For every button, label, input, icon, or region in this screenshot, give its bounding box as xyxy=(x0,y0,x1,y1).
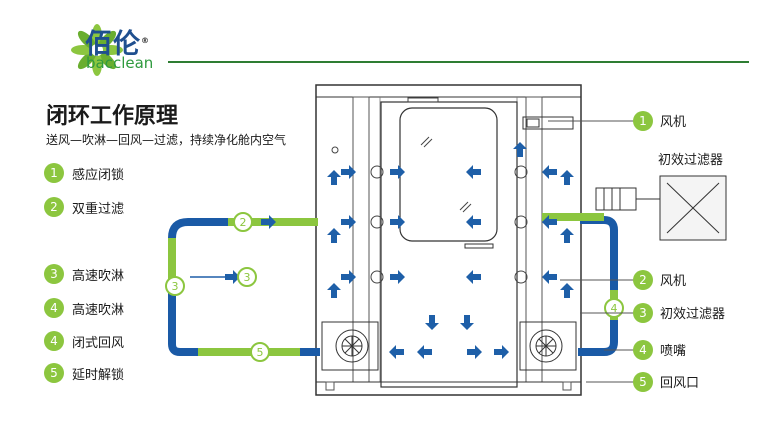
callout-number: 5 xyxy=(639,375,647,389)
legend-label: 感应闭锁 xyxy=(72,167,125,183)
legend-number: 5 xyxy=(44,363,64,383)
pre-filter-box xyxy=(595,175,727,241)
legend-number: 2 xyxy=(44,197,64,217)
page-title: 闭环工作原理 xyxy=(46,104,179,129)
header-divider xyxy=(168,61,749,63)
loop-marker-text: 3 xyxy=(244,271,251,284)
callout-number: 3 xyxy=(639,306,647,320)
legend-label: 延时解锁 xyxy=(72,367,125,383)
loop-marker-text: 3 xyxy=(172,280,179,293)
callout-pre-filter: 3 初效过滤器 xyxy=(633,303,725,323)
brand-name-cn: 佰伦® xyxy=(85,29,150,60)
registered-mark: ® xyxy=(141,36,150,45)
brand-logo-icon xyxy=(71,24,123,76)
loop-marker: 4 xyxy=(604,298,624,318)
callout-label: 回风口 xyxy=(660,376,699,391)
nozzle-column-right xyxy=(514,165,528,284)
legend-number: 1 xyxy=(44,163,64,183)
blower-right xyxy=(519,321,577,371)
door-panel xyxy=(380,97,518,388)
callout-fan: 2 风机 xyxy=(633,270,686,290)
duct-loop-left xyxy=(168,218,320,356)
callout-label: 风机 xyxy=(660,274,686,289)
loop-marker-text: 2 xyxy=(240,216,247,229)
legend-label: 闭式回风 xyxy=(72,335,125,351)
loop-marker: 3 xyxy=(237,267,257,287)
cabinet-body xyxy=(315,84,582,396)
legend-item: 5 延时解锁 xyxy=(44,363,124,383)
callout-return-vent: 5 回风口 xyxy=(633,372,699,392)
legend-item: 4 高速吹淋 xyxy=(44,298,124,318)
loop-marker: 2 xyxy=(233,212,253,232)
loop-marker-text: 5 xyxy=(257,346,264,359)
blower-left xyxy=(321,321,379,371)
callout-label: 初效过滤器 xyxy=(660,307,725,322)
legend-item: 2 双重过滤 xyxy=(44,197,124,217)
callout-label: 风机 xyxy=(660,115,686,130)
nozzle-column-left xyxy=(331,146,384,284)
callout-number: 1 xyxy=(639,114,647,128)
airflow-arrows xyxy=(190,142,574,359)
loop-marker-text: 4 xyxy=(611,302,618,315)
legend-number: 4 xyxy=(44,298,64,318)
legend-item: 4 闭式回风 xyxy=(44,331,124,351)
callout-nozzle: 4 喷嘴 xyxy=(633,340,686,360)
callout-label: 喷嘴 xyxy=(660,344,686,359)
legend-number: 4 xyxy=(44,331,64,351)
callout-leaders xyxy=(548,120,634,383)
control-panel xyxy=(522,116,574,130)
callout-fan-top: 1 风机 xyxy=(633,111,686,131)
callout-number: 4 xyxy=(639,343,647,357)
callout-number: 2 xyxy=(639,273,647,287)
legend-number: 3 xyxy=(44,264,64,284)
legend-label: 高速吹淋 xyxy=(72,268,125,284)
legend-item: 1 感应闭锁 xyxy=(44,163,124,183)
loop-marker: 5 xyxy=(250,342,270,362)
pre-filter-label: 初效过滤器 xyxy=(658,153,723,168)
legend-label: 高速吹淋 xyxy=(72,302,125,318)
page-subtitle: 送风—吹淋—回风—过滤，持续净化舱内空气 xyxy=(46,133,287,147)
control-indicator-icon xyxy=(526,118,540,128)
legend-item: 3 高速吹淋 xyxy=(44,264,124,284)
legend-label: 双重过滤 xyxy=(72,201,125,217)
brand-name-en: bacclean xyxy=(86,54,154,72)
loop-marker: 3 xyxy=(165,276,185,296)
